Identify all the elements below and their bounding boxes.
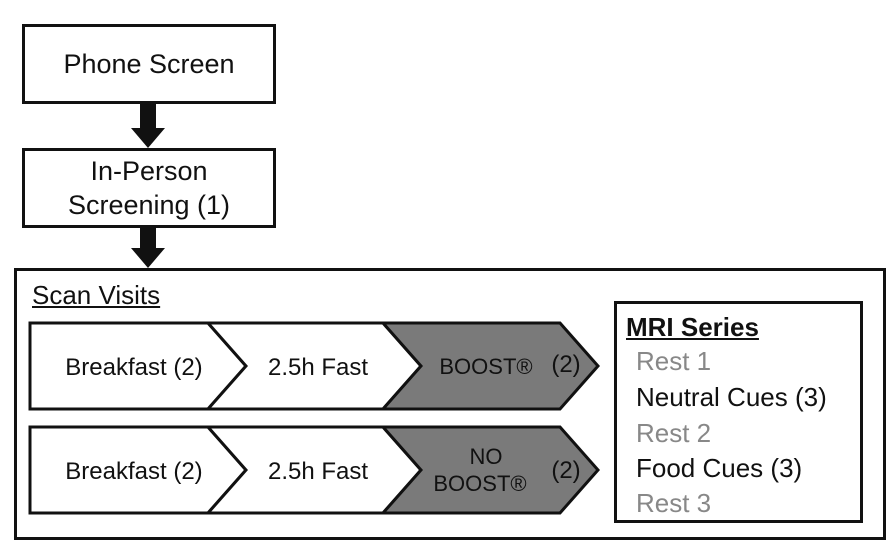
phone-screen-label: Phone Screen <box>63 48 235 79</box>
no-boost-label-line1: NO <box>470 444 503 469</box>
scan-visits-container <box>14 268 886 540</box>
mri-item-rest-2: Rest 2 <box>636 418 712 448</box>
no-boost-chevron <box>379 425 601 515</box>
boost-chevron <box>379 321 601 411</box>
no-boost-note: (2) <box>551 457 580 484</box>
mri-item-rest-1: Rest 1 <box>636 346 712 376</box>
fast-label: 2.5h Fast <box>268 354 368 381</box>
in-person-screening-box: In-Person Screening (1) <box>22 148 276 228</box>
breakfast-label: Breakfast (2) <box>65 354 202 381</box>
mri-series-title: MRI Series <box>626 312 759 342</box>
breakfast-label: Breakfast (2) <box>65 458 202 485</box>
down-arrow-icon <box>131 228 165 268</box>
in-person-label-line2: Screening (1) <box>67 190 231 220</box>
down-arrow-icon <box>131 104 165 148</box>
boost-note: (2) <box>551 351 580 378</box>
no-boost-label-line2: BOOST® <box>433 471 526 496</box>
in-person-label-line1: In-Person <box>90 156 208 186</box>
phone-screen-box: Phone Screen <box>22 24 276 104</box>
fast-label: 2.5h Fast <box>268 458 368 485</box>
mri-item-food-cues: Food Cues (3) <box>636 453 803 483</box>
boost-label: BOOST® <box>439 354 532 379</box>
mri-item-rest-3: Rest 3 <box>636 488 712 518</box>
mri-item-neutral-cues: Neutral Cues (3) <box>636 382 827 412</box>
mri-series-box <box>614 301 863 523</box>
scan-visits-title: Scan Visits <box>32 280 161 310</box>
